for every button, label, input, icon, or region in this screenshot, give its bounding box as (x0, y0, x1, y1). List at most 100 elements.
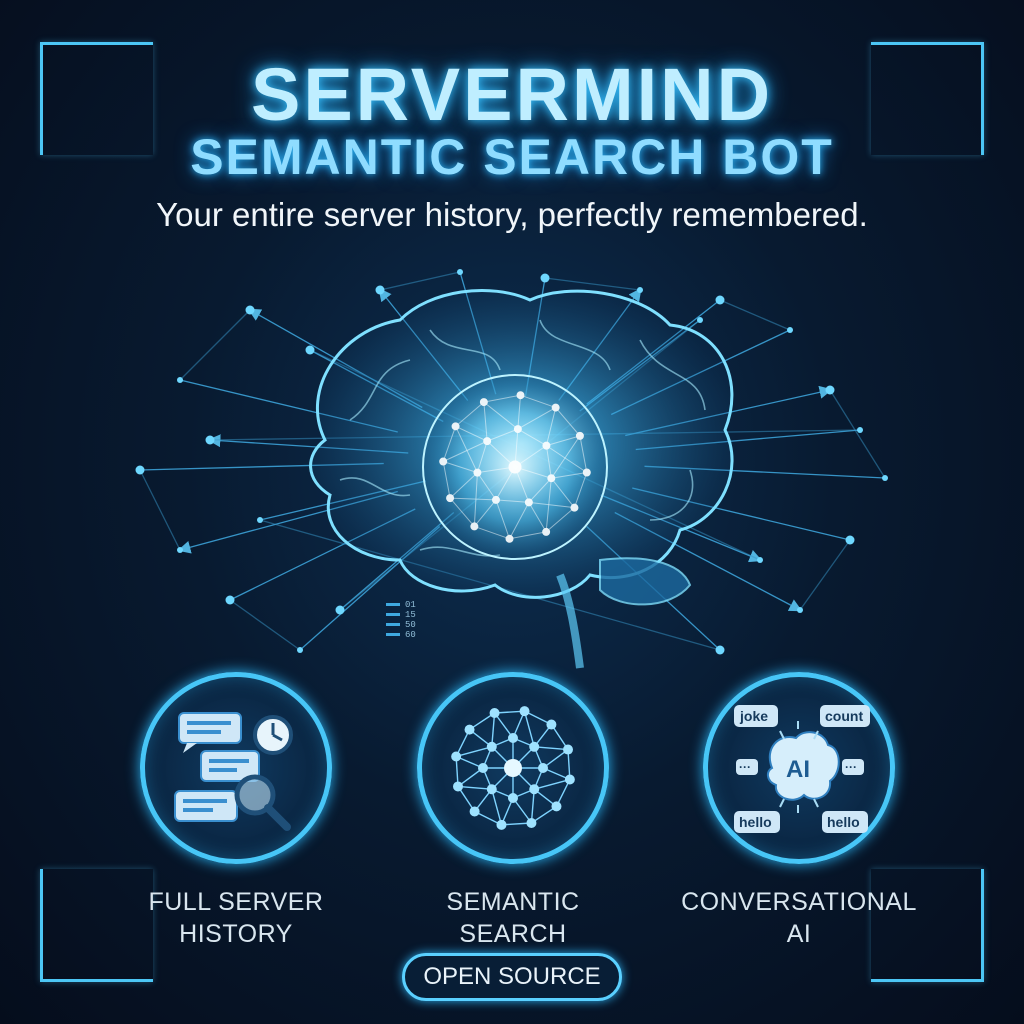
page-title: SERVERMIND (250, 53, 774, 136)
bubble-hello: hello (739, 814, 772, 830)
feature-label-line: HISTORY (179, 920, 293, 948)
core-link (495, 499, 529, 503)
network-link (719, 299, 791, 331)
network-node (305, 345, 315, 355)
cerebellum (599, 557, 692, 606)
network-node (882, 475, 888, 481)
network-node (135, 465, 145, 475)
graph-node (529, 784, 540, 795)
core-link (486, 428, 519, 442)
svg-text:···: ··· (845, 760, 857, 774)
graph-edge (457, 767, 484, 788)
network-graph-icon (451, 706, 575, 830)
core-link (579, 435, 588, 473)
frame-corner-top-right (871, 42, 984, 155)
feature-conversational-ai: AI joke count hello hello ··· ··· CONVER… (681, 672, 916, 950)
bubble-count: count (825, 708, 863, 724)
network-nodes (135, 269, 888, 655)
network-node (787, 327, 793, 333)
feature-label-line: SEARCH (459, 920, 567, 948)
frame-corner-top-left (40, 42, 153, 155)
network-node (857, 427, 863, 433)
ai-label: AI (786, 756, 810, 783)
feature-label-line: FULL SERVER (148, 888, 324, 916)
network-link (179, 309, 251, 381)
graph-edge (457, 785, 492, 790)
feature-label-line: AI (786, 920, 812, 948)
graph-edge (493, 712, 514, 739)
core-link (545, 507, 575, 533)
bubble-joke: joke (739, 708, 768, 724)
readout-value: 15 (405, 610, 416, 620)
feature-circle (417, 672, 609, 864)
core-link (449, 497, 475, 527)
graph-node (486, 741, 497, 752)
readout-value: 60 (405, 630, 416, 640)
svg-text:···: ··· (739, 760, 751, 774)
graph-edge (474, 810, 502, 826)
core-node (524, 498, 533, 507)
network-link (799, 539, 851, 611)
graph-edge (550, 724, 569, 750)
feature-label-line: SEMANTIC (446, 888, 580, 916)
graph-node (508, 793, 518, 803)
frame-corner-bottom-left (40, 869, 153, 982)
core-link (550, 477, 575, 508)
feature-full-server-history: FULL SERVER HISTORY (121, 672, 351, 950)
core-network (439, 391, 591, 543)
core-link (555, 407, 581, 437)
core-link (509, 502, 530, 540)
network-node (540, 273, 550, 283)
core-link (455, 426, 478, 473)
open-source-badge[interactable]: OPEN SOURCE (402, 953, 622, 1001)
core-link (449, 472, 478, 499)
graph-node (504, 759, 522, 777)
core-node (516, 391, 525, 400)
graph-edge (491, 789, 503, 826)
network-node (297, 647, 303, 653)
readout-value: 01 (405, 600, 416, 610)
core-link (476, 440, 488, 473)
core-node (508, 460, 522, 474)
feature-label: FULL SERVER HISTORY (121, 886, 351, 950)
brain-folds (339, 319, 706, 557)
graph-node (451, 751, 462, 762)
core-link (546, 445, 588, 473)
core-link (550, 435, 581, 479)
core-node (439, 457, 448, 466)
network-link (544, 277, 641, 291)
core-link (455, 401, 485, 427)
core-link (483, 402, 488, 442)
graph-edge (523, 710, 535, 747)
network-link (229, 599, 301, 651)
core-node (542, 527, 551, 536)
graph-node (546, 719, 557, 730)
graph-edge (455, 746, 492, 758)
network-link (379, 271, 461, 291)
graph-edge (457, 786, 476, 812)
network-node (257, 517, 263, 523)
graph-node (538, 763, 548, 773)
core-link (483, 394, 521, 403)
graph-node (486, 784, 497, 795)
graph-node (453, 781, 464, 792)
network-link (829, 389, 886, 479)
chat-history-search-icon (174, 712, 293, 831)
core-link (442, 440, 488, 462)
core-link (483, 401, 519, 430)
tagline: Your entire server history, perfectly re… (156, 196, 868, 233)
core-link (551, 472, 587, 479)
brainstem (556, 573, 584, 669)
network-link (139, 469, 181, 551)
data-readout: 01 15 50 60 (386, 600, 416, 640)
graph-edge (501, 822, 532, 826)
network-node (697, 317, 703, 323)
feature-label: SEMANTIC SEARCH (398, 886, 628, 950)
core-node (470, 522, 479, 531)
network-node (225, 595, 235, 605)
bubble-hello: hello (827, 814, 860, 830)
graph-node (526, 817, 537, 828)
graph-edge (567, 749, 571, 780)
core-link (528, 501, 575, 509)
feature-circle (140, 672, 332, 864)
